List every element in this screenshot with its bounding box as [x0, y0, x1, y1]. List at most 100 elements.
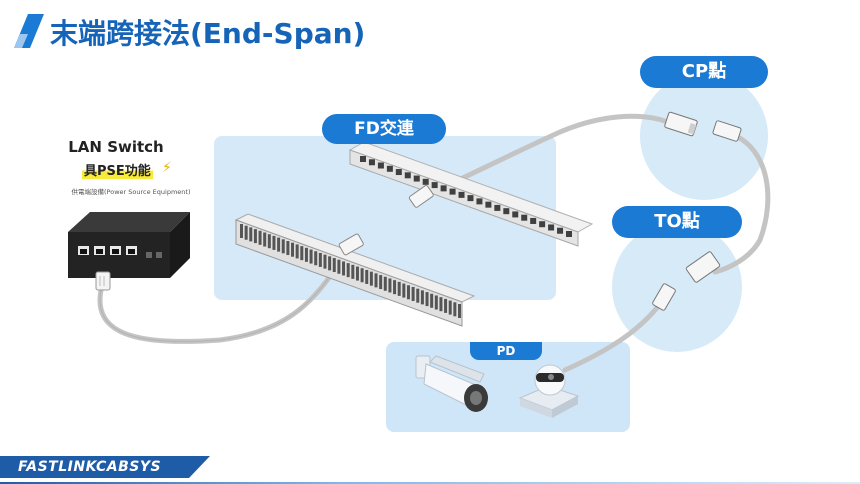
panel-port — [318, 252, 322, 267]
title-slash-icon — [14, 14, 44, 48]
footer: FASTLINKCABSYS — [0, 456, 860, 484]
panel-port — [286, 241, 290, 256]
panel-port — [416, 288, 420, 303]
panel-port — [277, 237, 281, 252]
panel-port — [404, 172, 411, 179]
panel-port — [402, 283, 406, 298]
rj45-connector-icon — [664, 111, 698, 137]
panel-port — [449, 188, 456, 195]
panel-port — [263, 232, 267, 247]
patch-panel-icon — [234, 213, 476, 327]
footer-band — [0, 456, 210, 478]
panel-port — [431, 182, 438, 189]
panel-port — [342, 261, 346, 276]
panel-port — [440, 185, 447, 192]
panel-port — [548, 224, 555, 231]
title-bar: 末端跨接法(End-Span) — [0, 8, 560, 52]
cable-outline — [99, 247, 351, 342]
panel-port — [458, 304, 461, 318]
port-row-upper — [360, 156, 572, 237]
panel-port — [406, 285, 410, 300]
panel-port — [425, 292, 429, 307]
panel-port — [397, 281, 401, 296]
switch-title: LAN Switch — [68, 138, 164, 156]
panel-port — [379, 275, 383, 290]
rj45-connector-icon — [338, 233, 364, 256]
panel-port — [467, 195, 474, 202]
panel-port — [272, 235, 276, 250]
panel-port — [494, 204, 501, 211]
panel-port — [323, 254, 327, 269]
panel-port — [420, 290, 424, 305]
switch-pse-label: 具PSE功能 — [82, 160, 153, 179]
panel-port — [530, 217, 537, 224]
panel-port — [368, 159, 375, 166]
pd-label: PD — [470, 342, 542, 360]
panel-port — [503, 208, 510, 215]
cctv-camera-icon — [415, 355, 488, 412]
panel-port — [521, 214, 528, 221]
footer-line — [0, 482, 860, 484]
panel-port — [458, 191, 465, 198]
panel-port — [360, 156, 366, 162]
rj45-connector-icon — [685, 251, 721, 283]
panel-port — [332, 258, 336, 273]
panel-port — [295, 244, 299, 259]
panel-port — [386, 165, 393, 172]
panel-port — [512, 211, 519, 218]
dome-camera-icon — [518, 364, 580, 418]
panel-port — [365, 269, 369, 284]
panel-port — [485, 201, 492, 208]
panel-port — [309, 249, 313, 264]
panel-port — [267, 234, 271, 249]
switch-subtitle: 供電端設備(Power Source Equipment) — [71, 188, 191, 196]
network-switch-icon — [68, 212, 190, 278]
panel-port — [539, 221, 546, 228]
panel-port — [395, 169, 402, 176]
panel-port — [258, 230, 262, 245]
to-label: TO點 — [612, 206, 742, 238]
cp-circle — [640, 72, 768, 200]
panel-port — [304, 247, 308, 262]
page-title: 末端跨接法(End-Span) — [50, 17, 366, 50]
panel-port — [453, 302, 457, 317]
fd-label: FD交連 — [322, 114, 446, 144]
panel-port — [314, 251, 318, 266]
cable-path — [97, 113, 771, 373]
panel-port — [422, 178, 429, 185]
rj45-connector-icon — [652, 283, 676, 311]
panel-port — [439, 297, 443, 312]
panel-port — [476, 198, 483, 205]
panel-port — [244, 225, 248, 240]
panel-port — [369, 271, 373, 286]
panel-port — [346, 263, 350, 278]
rj45-connector-icon — [408, 185, 434, 208]
panel-port — [291, 242, 295, 257]
panel-port — [377, 162, 384, 169]
panel-port — [388, 278, 392, 293]
lightning-icon: ⚡ — [162, 160, 172, 176]
panel-port — [383, 276, 387, 291]
panel-port — [444, 298, 448, 313]
rj45-connector-icon — [712, 120, 742, 142]
panel-port — [434, 295, 438, 310]
panel-port — [557, 227, 564, 234]
panel-port — [393, 280, 397, 295]
panel-port — [300, 246, 304, 261]
footer-brand: FASTLINKCABSYS — [18, 459, 162, 475]
panel-port — [240, 224, 243, 238]
cp-label: CP點 — [640, 56, 768, 88]
panel-port — [355, 266, 359, 281]
port-row-lower — [240, 224, 461, 318]
patch-panel-icon — [348, 141, 594, 247]
panel-port — [411, 286, 415, 301]
panel-port — [374, 273, 378, 288]
panel-port — [430, 293, 434, 308]
panel-port — [360, 268, 364, 283]
panel-port — [566, 231, 572, 237]
panel-port — [337, 259, 341, 274]
rj45-connector-icon — [95, 271, 111, 291]
panel-port — [413, 175, 420, 182]
panel-port — [281, 239, 285, 254]
